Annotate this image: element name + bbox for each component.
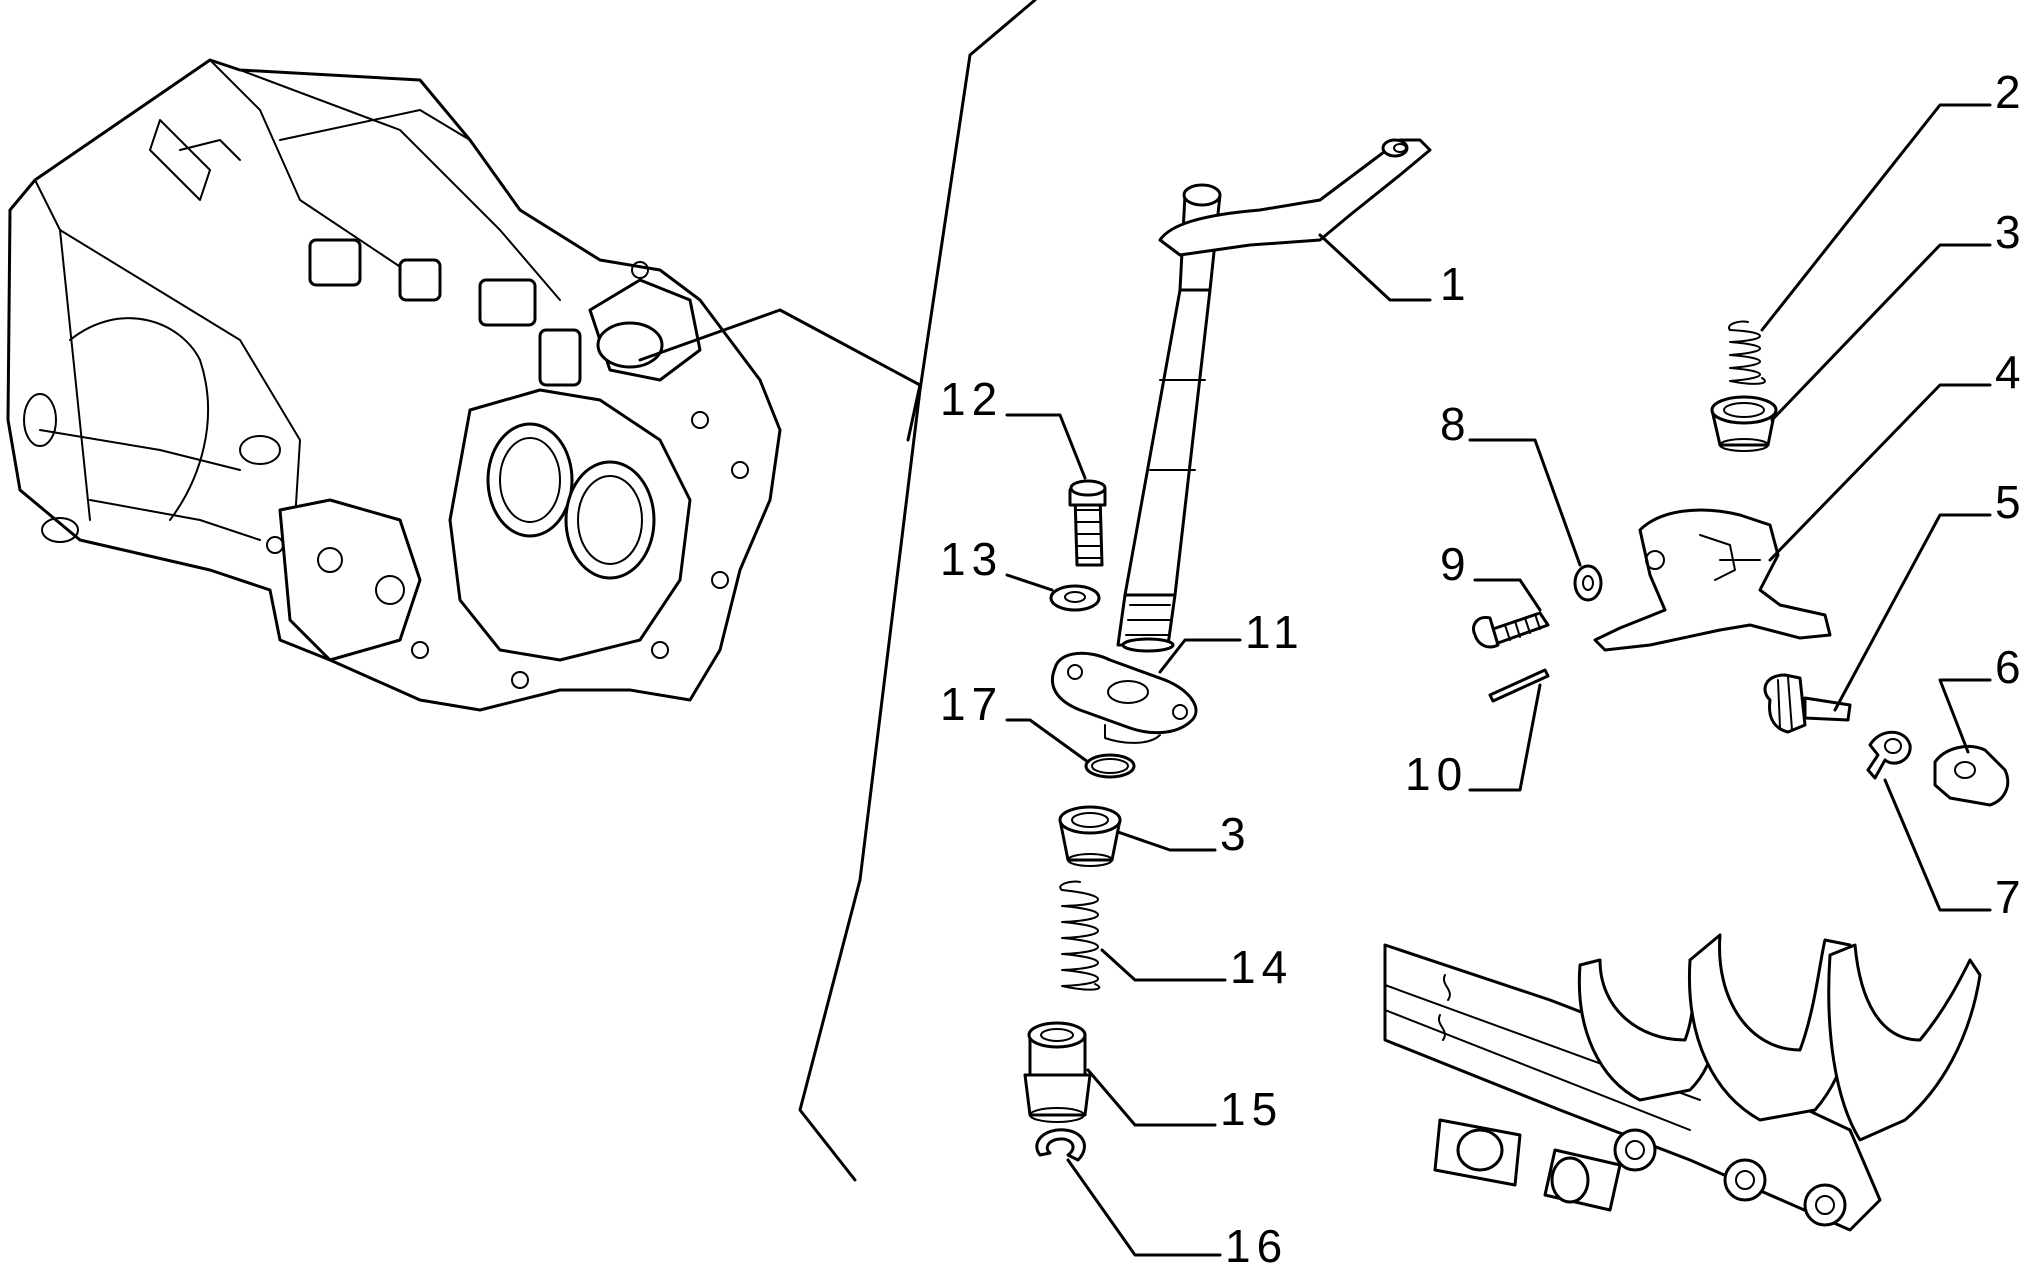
housing-leader-line xyxy=(638,308,922,442)
callout-15: 15 xyxy=(1220,1083,1283,1135)
callout-14: 14 xyxy=(1230,941,1293,993)
callout-9: 9 xyxy=(1440,538,1472,590)
callout-17: 17 xyxy=(940,678,1003,730)
cam-block-icon xyxy=(1933,745,2010,807)
leader-15 xyxy=(1086,1068,1217,1127)
circlip-icon xyxy=(1035,1128,1086,1162)
leader-8 xyxy=(1468,438,1582,567)
spring-icon xyxy=(1059,880,1101,991)
callout-4: 4 xyxy=(1995,346,2025,398)
leader-9 xyxy=(1473,578,1542,612)
callout-1: 1 xyxy=(1440,258,1472,310)
sleeve-icon xyxy=(1023,1021,1092,1123)
bolt-icon xyxy=(1068,479,1107,567)
leader-11 xyxy=(1158,638,1242,674)
leader-7 xyxy=(1883,778,1992,912)
leader-4 xyxy=(1768,383,1992,562)
roll-pin-icon xyxy=(1488,668,1550,703)
selector-lever-icon xyxy=(1593,508,1832,652)
bushing-icon xyxy=(1058,805,1122,867)
leader-3-top xyxy=(1770,243,1992,422)
callout-3-top: 3 xyxy=(1995,206,2025,258)
callout-3-bottom: 3 xyxy=(1220,808,1252,860)
gearbox-housing-icon xyxy=(6,58,782,712)
callout-13: 13 xyxy=(940,533,1003,585)
leader-6 xyxy=(1938,678,1992,754)
leader-3-bottom xyxy=(1116,830,1217,852)
callout-12: 12 xyxy=(940,373,1003,425)
callout-8: 8 xyxy=(1440,398,1472,450)
callout-11: 11 xyxy=(1245,606,1305,658)
leader-14 xyxy=(1100,948,1227,982)
leader-2 xyxy=(1760,103,1992,332)
leader-5 xyxy=(1833,513,1992,712)
leader-16 xyxy=(1066,1158,1222,1257)
detent-plug-icon xyxy=(1763,673,1852,734)
callout-16: 16 xyxy=(1225,1220,1288,1266)
screw-icon xyxy=(1472,611,1550,649)
leader-1 xyxy=(1318,233,1432,302)
separator-line xyxy=(798,0,1037,1182)
callout-7: 7 xyxy=(1995,871,2025,923)
shift-shaft-icon xyxy=(1116,138,1432,653)
leader-13 xyxy=(1005,573,1054,592)
leader-12 xyxy=(1005,413,1087,480)
washer-icon xyxy=(1049,584,1101,612)
leader-17 xyxy=(1005,718,1090,764)
seal-plate-icon xyxy=(1050,651,1198,744)
callout-5: 5 xyxy=(1995,476,2025,528)
return-spring-icon xyxy=(1728,320,1766,385)
spring-clip-icon xyxy=(1866,730,1912,780)
small-washer-icon xyxy=(1573,564,1603,602)
o-ring-icon xyxy=(1084,753,1136,779)
leader-10 xyxy=(1468,683,1542,792)
bushing-top-icon xyxy=(1710,395,1778,452)
selector-forks-icon xyxy=(1383,933,1982,1232)
callout-2: 2 xyxy=(1995,66,2025,118)
callout-6: 6 xyxy=(1995,641,2025,693)
callout-10: 10 xyxy=(1405,748,1468,800)
